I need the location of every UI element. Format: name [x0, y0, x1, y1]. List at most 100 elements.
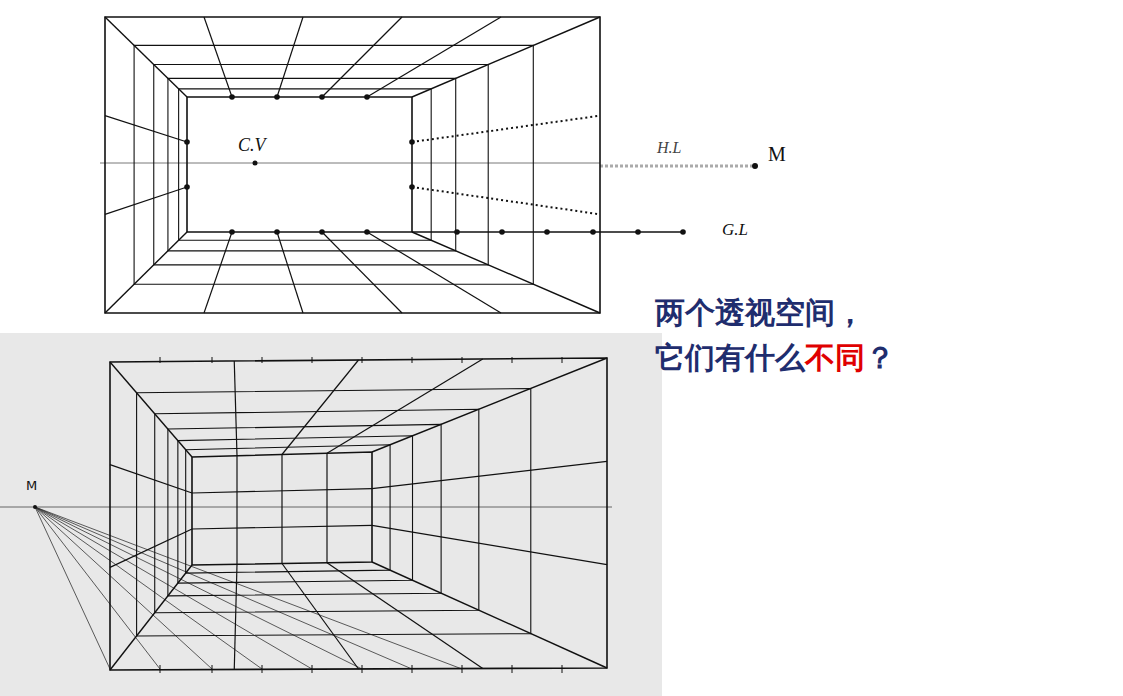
- ceiling-line: [327, 359, 483, 453]
- wall-line: [372, 525, 607, 564]
- wall-line: [110, 529, 192, 567]
- horizon-line: [100, 163, 600, 164]
- back-wall: [187, 97, 412, 232]
- tick-mark: [562, 665, 563, 673]
- tick-mark: [462, 357, 463, 363]
- depth-ring: [178, 436, 413, 583]
- ceiling-line: [282, 360, 359, 455]
- depth-ring: [134, 45, 533, 284]
- tick-mark: [312, 665, 313, 673]
- grid-dot: [229, 94, 235, 100]
- room-edge: [105, 232, 187, 313]
- tick-mark: [212, 665, 213, 673]
- depth-ring: [168, 424, 441, 596]
- tick-mark: [212, 357, 213, 363]
- back-grid-line: [192, 489, 372, 493]
- tick-mark: [412, 357, 413, 363]
- question-text: 两个透视空间，: [655, 296, 865, 331]
- top-perspective-room: [100, 17, 758, 313]
- room-edge: [105, 17, 187, 97]
- question-text: 它们有什么: [655, 341, 805, 376]
- tick-mark: [512, 665, 513, 673]
- ceiling-line: [204, 17, 232, 97]
- horizon-line: [0, 507, 612, 508]
- wall-line: [412, 116, 600, 142]
- ground-line-label: G.L: [722, 220, 748, 240]
- grid-dot: [499, 229, 505, 235]
- grid-dot: [752, 163, 758, 169]
- grid-dot: [590, 229, 596, 235]
- grid-dot: [253, 161, 258, 166]
- tick-mark: [312, 357, 313, 363]
- depth-ring: [137, 388, 531, 635]
- horizon-line-extension: [600, 165, 752, 168]
- depth-ring: [168, 78, 456, 250]
- grid-dot: [364, 94, 370, 100]
- floor-line: [282, 564, 359, 670]
- tick-mark: [562, 357, 563, 363]
- horizon-line-label: H.L: [657, 139, 681, 157]
- grid-dot: [409, 184, 415, 190]
- room-edge: [110, 565, 192, 670]
- depth-ring: [155, 409, 479, 612]
- measuring-line: [35, 507, 312, 669]
- ceiling-line: [367, 17, 501, 97]
- grid-dot: [544, 229, 550, 235]
- grid-dot: [409, 139, 415, 145]
- tick-mark: [160, 357, 161, 363]
- grid-dot: [364, 229, 370, 235]
- measuring-line: [35, 507, 462, 669]
- back-grid-line: [281, 455, 282, 564]
- wall-line: [105, 116, 187, 142]
- picture-frame: [105, 17, 600, 313]
- tick-mark: [462, 665, 463, 673]
- room-edge: [412, 232, 600, 313]
- question-text: ？: [865, 341, 895, 376]
- grid-dot: [635, 229, 641, 235]
- grid-dot: [184, 139, 190, 145]
- tick-mark: [262, 357, 263, 363]
- paper-background: [0, 333, 662, 696]
- back-wall: [192, 452, 372, 565]
- grid-dot: [454, 229, 460, 235]
- tick-mark: [362, 665, 363, 673]
- floor-line: [367, 232, 501, 313]
- depth-ring: [186, 445, 390, 573]
- tick-mark: [512, 357, 513, 363]
- ceiling-line: [322, 17, 402, 97]
- floor-line: [234, 564, 237, 669]
- center-of-vision-label: C.V: [238, 135, 266, 156]
- floor-line: [277, 232, 303, 313]
- grid-dot: [184, 184, 190, 190]
- wall-line: [372, 461, 607, 488]
- grid-dot: [319, 94, 325, 100]
- grid-dot: [229, 229, 235, 235]
- grid-dot: [274, 94, 280, 100]
- tick-mark: [362, 357, 363, 363]
- room-edge: [412, 17, 600, 97]
- depth-ring: [154, 65, 488, 265]
- grid-dot: [274, 229, 280, 235]
- measuring-point-label: M: [26, 479, 37, 494]
- measuring-line: [35, 507, 262, 669]
- room-edge: [372, 562, 607, 668]
- tick-mark: [412, 665, 413, 673]
- ceiling-line: [234, 361, 237, 456]
- depth-ring: [179, 89, 432, 240]
- wall-line: [105, 187, 187, 214]
- bottom-perspective-room: [0, 357, 612, 673]
- measuring-line: [35, 507, 362, 669]
- grid-dot: [319, 229, 325, 235]
- picture-frame: [110, 358, 607, 670]
- question-highlight: 不同: [805, 341, 865, 376]
- measuring-point-label: M: [768, 143, 786, 166]
- measuring-line: [35, 507, 412, 669]
- tick-mark: [160, 665, 161, 673]
- floor-line: [327, 563, 483, 669]
- wall-line: [110, 465, 192, 493]
- floor-line: [204, 232, 232, 313]
- tick-mark: [262, 665, 263, 673]
- grid-dot: [680, 229, 686, 235]
- wall-line: [412, 187, 600, 214]
